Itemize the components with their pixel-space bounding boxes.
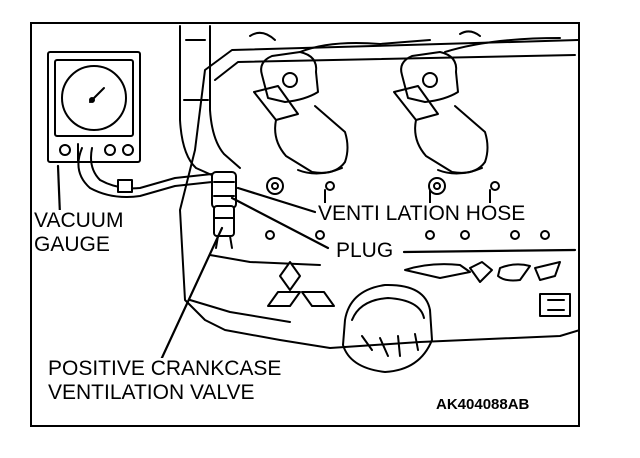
figure-frame — [30, 22, 580, 427]
vacuum-gauge-label-line2: GAUGE — [32, 233, 112, 256]
leader-lines — [56, 164, 577, 364]
oil-filler-cap — [342, 283, 433, 373]
pcv-valve-label-line2: VENTILATION VALVE — [46, 381, 257, 404]
ventilation-hose-label: VENTI LATION HOSE — [316, 202, 528, 225]
valve-cover — [179, 39, 578, 349]
ignition-coil-left — [253, 51, 349, 175]
ignition-coil-right — [393, 51, 489, 175]
vacuum-gauge-label: VACUUM — [32, 209, 126, 232]
vacuum-gauge — [47, 51, 141, 163]
pcv-valve — [211, 171, 237, 249]
mitsubishi-emblem — [267, 261, 335, 307]
pcv-valve-label: POSITIVE CRANKCASE — [46, 357, 284, 380]
vacuum-hose — [77, 147, 213, 198]
ventilation-hose-loop — [179, 25, 241, 177]
brand-lettering — [404, 261, 571, 317]
plug-label: PLUG — [334, 239, 396, 262]
figure-code: AK404088AB — [436, 396, 530, 413]
